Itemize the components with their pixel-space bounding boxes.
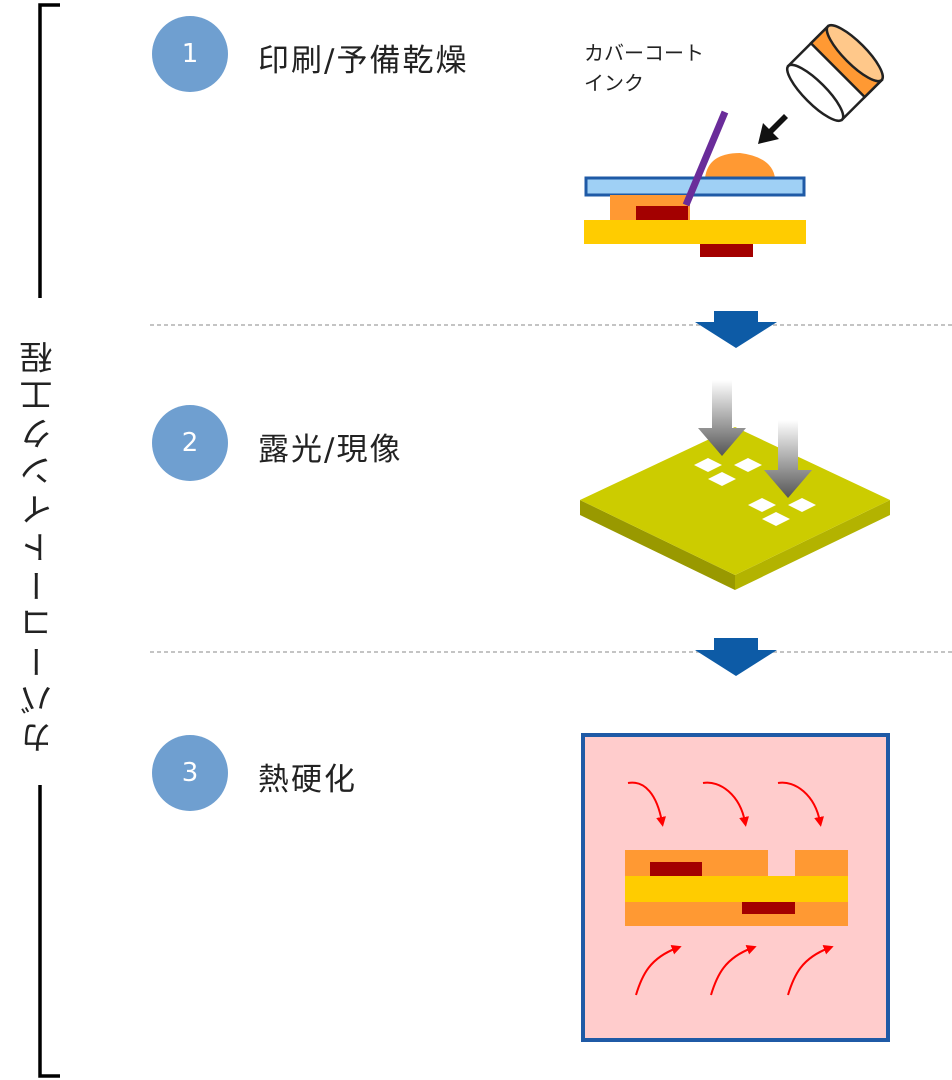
heat-arrow-icon [787,945,834,996]
printing-illustration [584,23,885,257]
flow-arrow-down-icon [695,638,777,676]
process-label: カバーコートインク工程 [14,320,64,770]
heat-arrows-top [627,781,825,827]
step-1-label: 印刷/予備乾燥 [258,43,469,79]
copper-pad [636,206,688,220]
cured-ink-top [795,850,848,876]
exposed-openings [694,458,816,526]
panel-side [580,500,735,590]
step-3-number: 3 [181,758,199,788]
step-2-label: 露光/現像 [258,432,403,468]
heat-arrow-icon [702,781,750,827]
squeegee-icon [682,110,729,207]
substrate [625,876,848,902]
heat-arrow-icon [627,781,667,827]
step-3-badge: 3 [152,735,228,811]
curing-oven [581,733,890,1042]
exposure-illustration [580,380,890,590]
ink-label: カバーコート インク [584,38,704,98]
exposure-panel [580,427,890,575]
heat-arrow-icon [635,945,682,996]
ink-blob [705,153,775,178]
heat-arrow-icon [777,781,825,827]
copper-pad-bottom [700,244,753,257]
process-bracket [38,3,60,1078]
step-1-number: 1 [181,39,199,69]
substrate [584,220,806,244]
step-1-badge: 1 [152,16,228,92]
ink-label-line2: インク [584,71,644,95]
step-3-label: 熱硬化 [258,762,357,798]
uv-lamp-icon [785,23,885,123]
cured-ink-bottom [625,902,848,926]
heat-arrows-bottom [635,945,834,996]
exposure-light-arrow-icon [764,420,812,498]
flow-arrow-down-icon [695,311,777,348]
process-label-text: カバーコートインク工程 [19,336,58,754]
exposure-light-arrow-icon [698,380,746,456]
ink-label-line1: カバーコート [584,41,704,65]
heat-arrow-icon [710,945,757,996]
copper-pad [650,862,702,876]
copper-pad [742,902,795,914]
step-2-number: 2 [181,428,199,458]
step-2-badge: 2 [152,405,228,481]
panel-side [735,500,890,590]
lamp-arrow-icon [758,114,788,144]
